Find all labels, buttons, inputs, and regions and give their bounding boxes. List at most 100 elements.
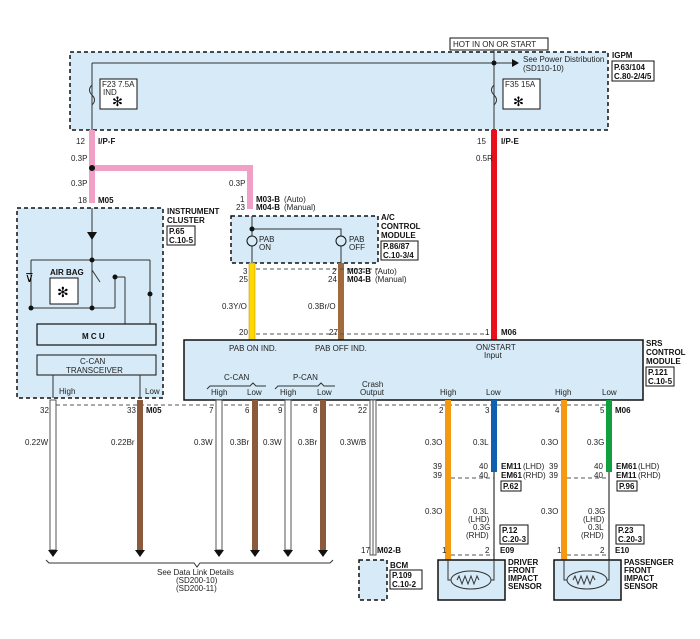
bcm-module: 17 M02-B BCM P.109 C.10-2 <box>358 546 423 601</box>
svg-text:M04-B: M04-B <box>256 203 280 212</box>
svg-text:P-CAN: P-CAN <box>293 373 318 382</box>
svg-text:PAB: PAB <box>349 235 364 244</box>
svg-text:(RHD): (RHD) <box>466 531 489 540</box>
svg-text:0.3Br: 0.3Br <box>298 438 317 447</box>
svg-text:25: 25 <box>239 275 248 284</box>
svg-text:M05: M05 <box>98 196 114 205</box>
svg-text:0.3O: 0.3O <box>541 507 558 516</box>
svg-text:2: 2 <box>332 267 337 276</box>
svg-text:PAB: PAB <box>259 235 274 244</box>
svg-text:C.10-5: C.10-5 <box>169 236 194 245</box>
svg-text:40: 40 <box>479 462 488 471</box>
svg-text:0.3L: 0.3L <box>473 507 489 516</box>
svg-text:C.20-3: C.20-3 <box>618 535 643 544</box>
svg-text:33: 33 <box>127 406 136 415</box>
svg-text:2: 2 <box>600 546 605 555</box>
svg-text:P.96: P.96 <box>619 482 635 491</box>
svg-text:0.3Br: 0.3Br <box>230 438 249 447</box>
svg-text:Crash: Crash <box>362 380 383 389</box>
svg-text:32: 32 <box>40 406 49 415</box>
see-power-link[interactable]: See Power Distribution <box>523 55 604 64</box>
hot-label: HOT IN ON OR START <box>453 40 536 49</box>
svg-text:C-CAN: C-CAN <box>80 357 106 366</box>
svg-text:High: High <box>555 388 571 397</box>
svg-text:CONTROL: CONTROL <box>381 222 421 231</box>
svg-text:40: 40 <box>594 471 603 480</box>
svg-text:P.121: P.121 <box>648 368 668 377</box>
svg-text:3: 3 <box>485 406 490 415</box>
svg-text:1: 1 <box>485 328 490 337</box>
lamp-icon <box>335 235 347 247</box>
svg-text:0.3G: 0.3G <box>473 523 490 532</box>
svg-text:E10: E10 <box>615 546 630 555</box>
svg-text:C.10-3/4: C.10-3/4 <box>383 251 414 260</box>
svg-text:M06: M06 <box>615 406 631 415</box>
svg-text:0.3O: 0.3O <box>541 438 558 447</box>
svg-text:M04-B: M04-B <box>347 275 371 284</box>
svg-text:0.3W: 0.3W <box>194 438 213 447</box>
svg-text:High: High <box>59 387 75 396</box>
igpm-module: HOT IN ON OR START See Power Distributio… <box>69 37 655 131</box>
svg-text:(Manual): (Manual) <box>284 203 316 212</box>
svg-text:BCM: BCM <box>390 561 409 570</box>
svg-text:0.3W: 0.3W <box>263 438 282 447</box>
airbag-icon: ✻ <box>57 284 69 300</box>
svg-text:A/C: A/C <box>381 213 395 222</box>
svg-text:0.3W/B: 0.3W/B <box>340 438 366 447</box>
svg-text:P.23: P.23 <box>618 526 634 535</box>
svg-text:M05: M05 <box>146 406 162 415</box>
svg-text:39: 39 <box>433 471 442 480</box>
svg-text:CONTROL: CONTROL <box>646 348 686 357</box>
airbag-icon: ✻ <box>112 94 123 109</box>
igpm-label: IGPM <box>612 51 633 60</box>
svg-text:0.3Br/O: 0.3Br/O <box>308 302 336 311</box>
svg-text:0.3L: 0.3L <box>588 523 604 532</box>
srs-control-module: PAB ON IND. PAB OFF IND. ON/START Input … <box>183 339 686 401</box>
passenger-front-impact-sensor: P.23 C.20-3 1 2 E10 PASSENGER FRONT IMPA… <box>553 524 674 601</box>
power-wires: 12 I/P-F 0.3P 0.3P 0.3P 15 I/P-E 0.5R <box>71 130 519 342</box>
svg-text:0.3P: 0.3P <box>71 179 87 188</box>
svg-text:40: 40 <box>479 471 488 480</box>
svg-text:C.10-2: C.10-2 <box>392 580 417 589</box>
svg-text:MODULE: MODULE <box>381 231 416 240</box>
svg-text:EM11: EM11 <box>616 471 637 480</box>
svg-text:22: 22 <box>358 406 367 415</box>
ac-control-module: 1 23 M03-B (Auto) M04-B (Manual) PAB ON … <box>222 195 517 341</box>
svg-text:(RHD): (RHD) <box>581 531 604 540</box>
svg-text:IND: IND <box>103 88 117 97</box>
svg-text:6: 6 <box>245 406 250 415</box>
svg-text:3: 3 <box>243 267 248 276</box>
svg-text:INSTRUMENT: INSTRUMENT <box>167 207 220 216</box>
svg-text:(RHD): (RHD) <box>523 471 546 480</box>
svg-text:0.3Y/O: 0.3Y/O <box>222 302 247 311</box>
svg-text:AIR BAG: AIR BAG <box>50 268 84 277</box>
svg-text:EM61: EM61 <box>501 471 522 480</box>
svg-text:2: 2 <box>485 546 490 555</box>
svg-text:CLUSTER: CLUSTER <box>167 216 205 225</box>
svg-text:MODULE: MODULE <box>646 357 681 366</box>
svg-text:I/P-E: I/P-E <box>501 137 519 146</box>
svg-text:High: High <box>211 388 227 397</box>
svg-text:17: 17 <box>361 546 370 555</box>
svg-text:(LHD): (LHD) <box>468 515 490 524</box>
arrow-down-icon <box>318 550 328 557</box>
svg-text:PAB ON IND.: PAB ON IND. <box>229 344 277 353</box>
arrow-down-icon <box>135 550 145 557</box>
svg-text:12: 12 <box>76 137 85 146</box>
svg-text:PAB OFF IND.: PAB OFF IND. <box>315 344 367 353</box>
mcu-box <box>36 323 157 346</box>
svg-text:5: 5 <box>600 406 605 415</box>
svg-text:FRONT: FRONT <box>508 566 536 575</box>
svg-text:0.3P: 0.3P <box>229 179 245 188</box>
diode-icon <box>87 232 97 240</box>
svg-text:(SD200-11): (SD200-11) <box>176 584 217 593</box>
svg-text:High: High <box>280 388 296 397</box>
svg-text:P.63/104: P.63/104 <box>614 63 646 72</box>
svg-text:P.65: P.65 <box>169 227 185 236</box>
data-link-reference[interactable]: See Data Link Details <box>157 568 234 577</box>
svg-text:18: 18 <box>78 196 87 205</box>
driver-front-impact-sensor: P.12 C.20-3 1 2 E09 DRIVER FRONT IMPACT … <box>437 524 542 601</box>
svg-text:F35 15A: F35 15A <box>505 80 536 89</box>
svg-text:9: 9 <box>278 406 283 415</box>
svg-text:C.10-5: C.10-5 <box>648 377 673 386</box>
